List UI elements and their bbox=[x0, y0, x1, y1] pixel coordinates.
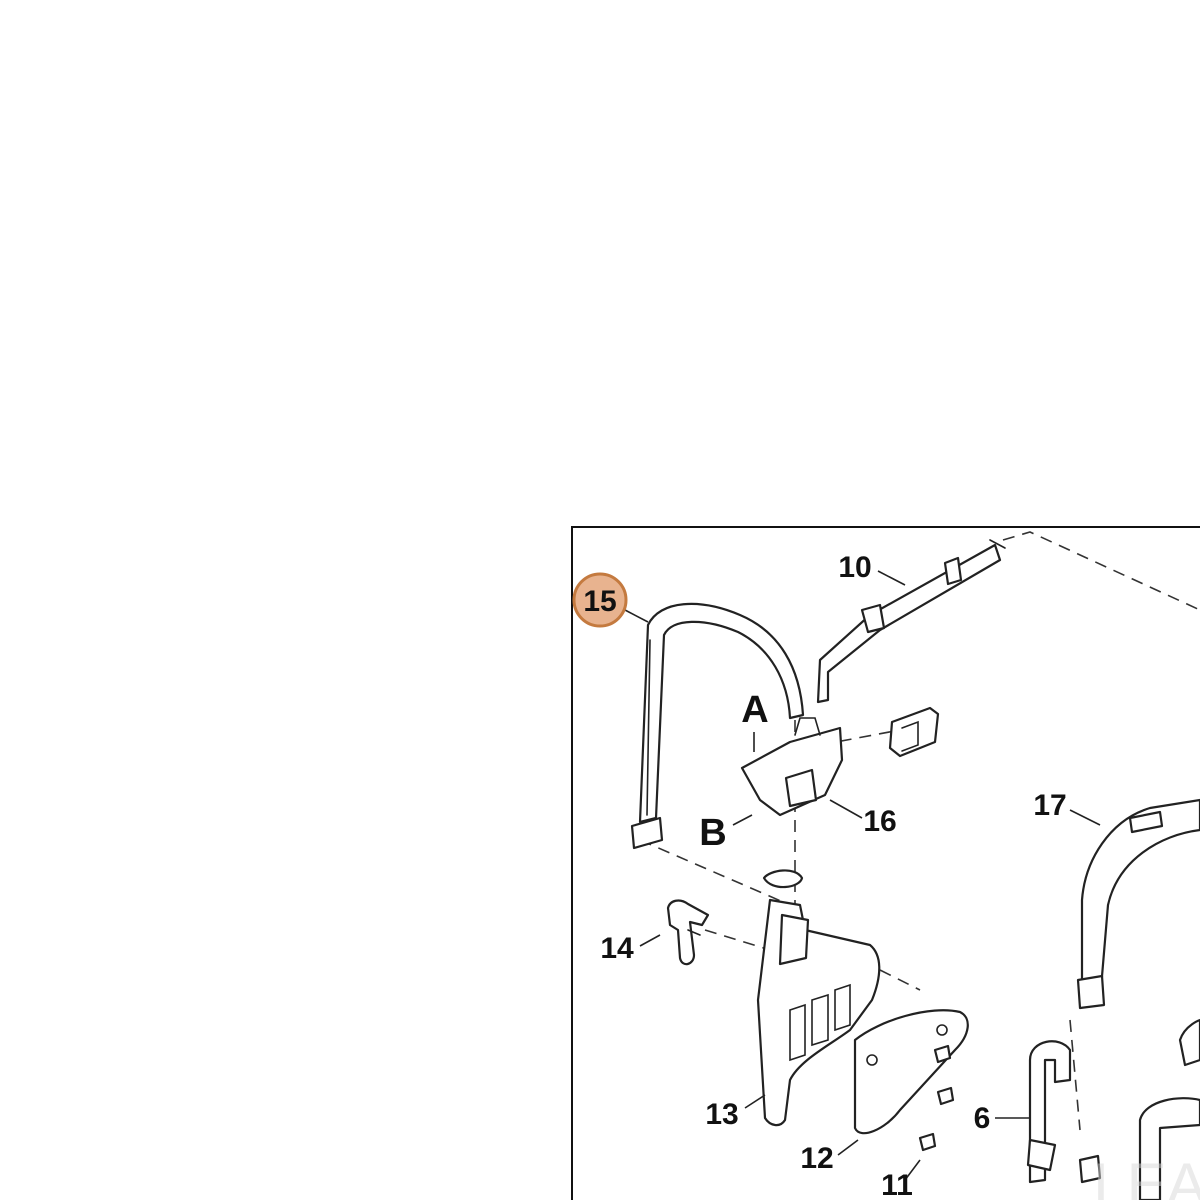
label-part-13[interactable]: 13 bbox=[705, 1098, 738, 1131]
watermark: LEA bbox=[1093, 1151, 1200, 1200]
marker-a: A bbox=[741, 689, 768, 731]
label-part-17[interactable]: 17 bbox=[1033, 789, 1066, 822]
label-part-6[interactable]: 6 bbox=[974, 1102, 991, 1135]
callout-15-highlight[interactable]: 15 bbox=[572, 572, 628, 628]
part-12-pad[interactable] bbox=[853, 1009, 969, 1135]
callout-15-circle[interactable] bbox=[572, 572, 628, 628]
leader-lines bbox=[624, 570, 1101, 1181]
diagram-frame bbox=[571, 526, 1200, 1200]
label-part-11[interactable]: 11 bbox=[881, 1169, 913, 1200]
part-13-back-plate[interactable] bbox=[756, 869, 881, 1127]
callout-15-label: 15 bbox=[583, 585, 616, 618]
label-part-12[interactable]: 12 bbox=[800, 1142, 833, 1175]
label-part-14[interactable]: 14 bbox=[600, 932, 634, 965]
part-10-strap[interactable] bbox=[816, 539, 1006, 704]
label-part-16[interactable]: 16 bbox=[863, 805, 896, 838]
part-6-lower-straps[interactable] bbox=[1026, 1040, 1200, 1200]
buckle-part[interactable] bbox=[888, 706, 940, 758]
part-15-frame-bow[interactable] bbox=[630, 602, 805, 850]
part-14-hook[interactable] bbox=[666, 899, 710, 966]
marker-b: B bbox=[699, 812, 726, 854]
part-16-clamp[interactable] bbox=[740, 717, 844, 817]
label-part-10[interactable]: 10 bbox=[838, 551, 871, 584]
part-11-screws[interactable] bbox=[918, 1044, 955, 1152]
part-17-harness[interactable] bbox=[1076, 798, 1200, 1067]
